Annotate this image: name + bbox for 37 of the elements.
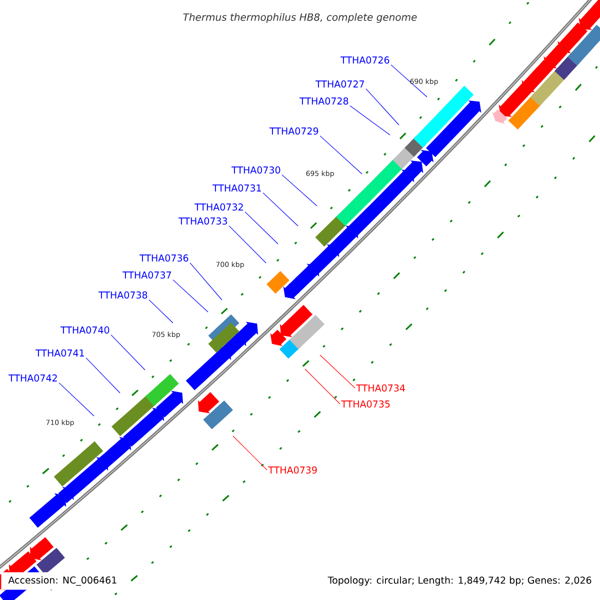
accession-label: Accession: NC_006461 <box>1 572 124 590</box>
gene-label: TTHA0742 <box>8 374 57 382</box>
gene-label: TTHA0726 <box>340 56 390 64</box>
gene-label: TTHA0728 <box>300 97 348 105</box>
leader-line <box>320 354 356 388</box>
gene-label: TTHA0738 <box>98 291 148 299</box>
leader-line <box>110 334 146 370</box>
gene-label: TTHA0735 <box>341 400 390 408</box>
gene-label: TTHA0737 <box>122 271 171 279</box>
gene-label: TTHA0741 <box>36 349 84 357</box>
gene-label: TTHA0727 <box>316 80 364 88</box>
leader-line <box>366 88 400 126</box>
leader-line <box>350 106 390 136</box>
gene-label: TTHA0732 <box>194 203 243 211</box>
gene-label: TTHA0734 <box>356 384 405 392</box>
gene-label: TTHA0739 <box>268 466 317 474</box>
leader-line <box>282 174 318 206</box>
leader-line <box>262 192 298 226</box>
leader-line <box>390 64 428 98</box>
leader-line <box>172 280 208 312</box>
gene-label: TTHA0729 <box>270 127 318 135</box>
gene-label: TTHA0740 <box>60 326 110 334</box>
leader-line <box>190 262 222 300</box>
leader-line <box>148 300 174 324</box>
title: Thermus thermophilus HB8, complete genome <box>183 13 417 23</box>
leader-line <box>244 212 278 244</box>
genome-info-label: Topology: circular; Length: 1,849,742 bp; Genes: 2,026 <box>320 572 599 590</box>
leader-line <box>228 226 266 264</box>
gene-label: TTHA0733 <box>178 217 228 225</box>
leader-line <box>58 382 94 416</box>
leader-line <box>232 436 268 470</box>
leader-line <box>304 368 340 404</box>
gene-label: TTHA0736 <box>140 254 188 262</box>
leader-line <box>320 136 362 174</box>
leader-line <box>86 358 120 394</box>
gene-label: TTHA0730 <box>232 166 280 174</box>
gene-label: TTHA0731 <box>212 184 261 192</box>
